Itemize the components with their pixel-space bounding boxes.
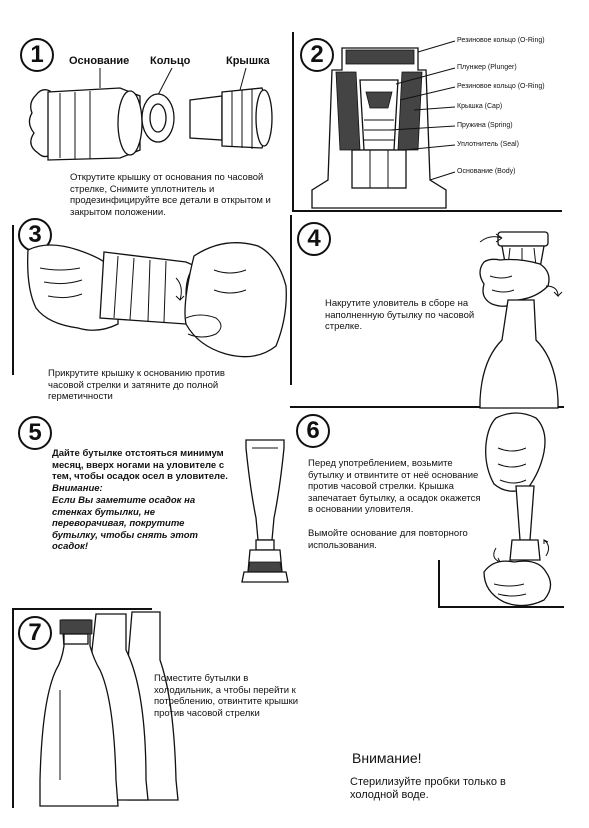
divider-horizontal-6 (438, 606, 564, 608)
step-1-number: 1 (20, 38, 54, 72)
step-7-text: Поместите бутылки в холодильник, а чтобы… (154, 673, 299, 719)
callout-seal: Уплотнитель (Seal) (457, 141, 519, 148)
callout-plunger: Плунжер (Plunger) (457, 64, 517, 71)
divider-vertical-3 (12, 225, 14, 375)
divider-vertical-6 (438, 560, 440, 606)
step-1-text: Открутите крышку от основания по часовой… (70, 172, 271, 218)
divider-vertical-7 (12, 608, 14, 808)
label-cap: Крышка (226, 55, 270, 67)
step-6-text: Перед употреблением, возьмите бутылку и … (308, 458, 481, 515)
callout-o-ring-top: Резиновое кольцо (O-Ring) (457, 37, 545, 44)
callout-o-ring-lower: Резиновое кольцо (O-Ring) (457, 83, 545, 90)
callout-spring: Пружина (Spring) (457, 122, 513, 129)
divider-vertical-4 (290, 215, 292, 385)
callout-cap: Крышка (Cap) (457, 103, 503, 110)
warning-title: Внимание! (352, 750, 422, 766)
divider-horizontal-4 (290, 406, 564, 408)
label-base: Основание (69, 55, 130, 67)
step-5-note-text: Если Вы заметите осадок на стенках бутыл… (52, 495, 198, 552)
label-ring: Кольцо (150, 55, 191, 67)
divider-horizontal-7 (12, 608, 152, 610)
step-6-text-2: Вымойте основание для повторного использ… (308, 528, 468, 551)
step-6-number: 6 (296, 414, 330, 448)
warning-text: Стерилизуйте пробки только в холодной во… (350, 776, 506, 801)
step-4-text: Накрутите уловитель в сборе на наполненн… (325, 298, 475, 332)
step-5-text: Дайте бутылке отстояться минимум месяц, … (52, 448, 228, 482)
step-2-number: 2 (300, 38, 334, 72)
divider-vertical-1 (292, 32, 294, 210)
step-5-number: 5 (18, 416, 52, 450)
divider-horizontal-1 (292, 210, 562, 212)
step-7-number: 7 (18, 616, 52, 650)
callout-body: Основание (Body) (457, 168, 516, 175)
step-4-number: 4 (297, 222, 331, 256)
step-3-text: Прикрутите крышку к основанию против час… (48, 368, 225, 402)
step-5-note-title: Внимание: (52, 483, 103, 494)
